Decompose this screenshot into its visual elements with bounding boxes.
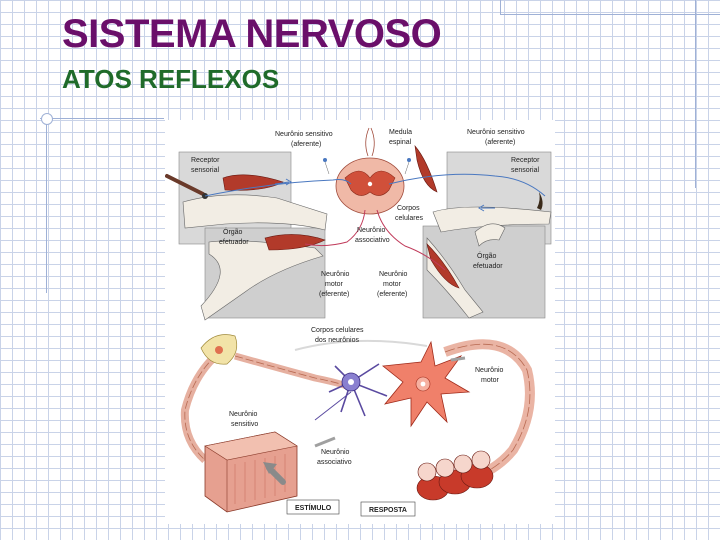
label-orgao-right-2: efetuador xyxy=(473,263,503,270)
label-estimulo: ESTÍMULO xyxy=(295,503,332,512)
label-motor-right-2: motor xyxy=(383,281,402,288)
decorative-line-vertical xyxy=(46,115,47,293)
label-sensitivo-bottom-1: Neurônio xyxy=(229,411,258,418)
top-panel: Neurônio sensitivo (aferente) Medula esp… xyxy=(165,127,552,321)
motor-neuron-body xyxy=(381,340,471,428)
label-motor-bottom-2: motor xyxy=(481,377,500,384)
reflex-arc-illustration: Neurônio sensitivo (aferente) Medula esp… xyxy=(165,120,555,524)
decorative-frame-top xyxy=(500,0,720,15)
label-corpos-1: Corpos xyxy=(397,205,420,212)
decorative-line-right xyxy=(695,0,696,188)
label-medula-1: Medula xyxy=(389,129,412,136)
label-associativo-bottom-2: associativo xyxy=(317,459,352,466)
label-neuronio-sensitivo-left-2: (aferente) xyxy=(291,141,321,148)
label-motor-left-1: Neurônio xyxy=(321,271,350,278)
label-motor-right-1: Neurônio xyxy=(379,271,408,278)
label-orgao-left-1: Órgão xyxy=(223,227,243,236)
label-motor-bottom-1: Neurônio xyxy=(475,367,504,374)
label-resposta: RESPOSTA xyxy=(369,507,407,514)
slide-subtitle: ATOS REFLEXOS xyxy=(62,64,280,94)
skin-block xyxy=(204,431,298,513)
muscle-bundle xyxy=(416,450,494,501)
label-corpos-2: celulares xyxy=(395,215,424,222)
label-receptor-right-2: sensorial xyxy=(511,167,539,174)
decorative-line-horizontal xyxy=(40,118,164,119)
label-receptor-left-2: sensorial xyxy=(191,167,219,174)
label-motor-right-3: (eferente) xyxy=(377,291,407,298)
label-neuronio-sensitivo-left-1: Neurônio sensitivo xyxy=(275,131,333,138)
bottom-panel: Corpos celulares dos neurônios Neurônio … xyxy=(180,327,535,517)
label-neuronio-sensitivo-right-2: (aferente) xyxy=(485,139,515,146)
label-neuronio-sensitivo-right-1: Neurônio sensitivo xyxy=(467,129,525,136)
label-orgao-left-2: efetuador xyxy=(219,239,249,246)
decorative-circle xyxy=(41,113,53,125)
label-receptor-right-1: Receptor xyxy=(511,157,540,164)
label-corpos-bottom-1: Corpos celulares xyxy=(311,327,364,334)
label-sensitivo-bottom-2: sensitivo xyxy=(231,421,258,428)
spinal-cord-section xyxy=(335,127,405,215)
label-associativo-bottom-1: Neurônio xyxy=(321,449,350,456)
label-receptor-left-1: Receptor xyxy=(191,157,220,164)
associative-neuron xyxy=(314,363,388,421)
label-motor-left-2: motor xyxy=(325,281,344,288)
label-motor-left-3: (eferente) xyxy=(319,291,349,298)
label-corpos-bottom-2: dos neurônios xyxy=(315,337,359,344)
label-associativo-top-2: associativo xyxy=(355,237,390,244)
slide-title: SISTEMA NERVOSO xyxy=(62,12,442,56)
label-orgao-right-1: Órgão xyxy=(477,251,497,260)
label-medula-2: espinal xyxy=(389,139,412,146)
label-associativo-top-1: Neurônio xyxy=(357,227,386,234)
